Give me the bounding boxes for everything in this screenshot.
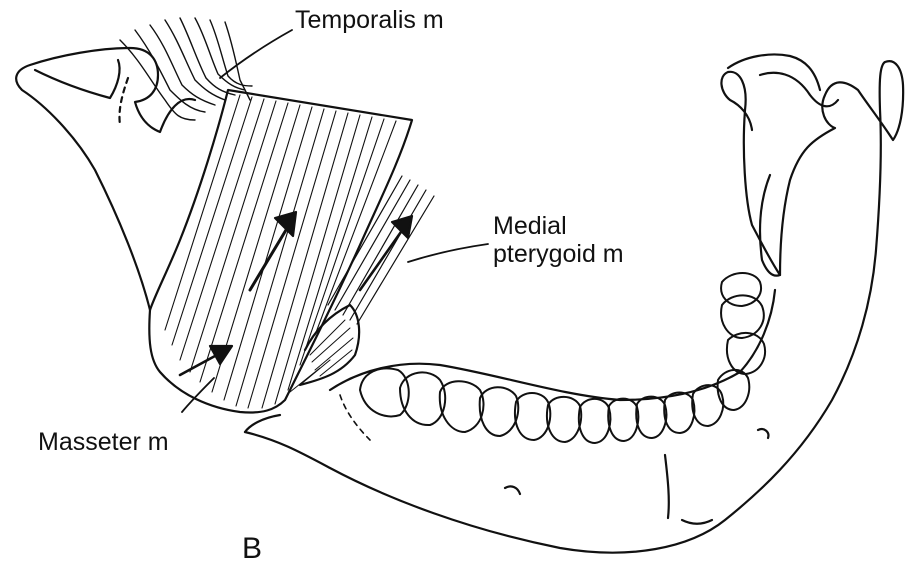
masseter-direction-arrow	[250, 212, 296, 290]
panel-letter: B	[242, 532, 262, 566]
left-ramus-inner	[119, 78, 128, 125]
temporalis-label: Temporalis m	[295, 6, 444, 34]
masseter-label: Masseter m	[38, 428, 169, 456]
mental-foramen-left	[505, 486, 520, 494]
mental-contour	[665, 455, 669, 518]
medial-pterygoid-label-line1: Medial	[493, 212, 567, 240]
left-condyle-detail	[35, 60, 120, 98]
mental-tick	[682, 520, 712, 524]
medial-pterygoid-base	[300, 305, 359, 385]
masseter-fibers	[165, 95, 396, 408]
coronoid-notch	[760, 73, 838, 107]
mental-foramen-right	[758, 429, 768, 438]
mandible-outline	[245, 61, 903, 553]
teeth	[360, 273, 765, 443]
masseter-outline	[149, 90, 412, 413]
pterygoid-leader-line	[408, 244, 488, 262]
lower-border-left	[245, 415, 280, 432]
gum-line	[330, 290, 775, 400]
temporalis-leader-line	[220, 30, 292, 78]
masseter-insertion-arrow	[180, 346, 232, 375]
medial-pterygoid-label-line2: pterygoid m	[493, 240, 624, 268]
